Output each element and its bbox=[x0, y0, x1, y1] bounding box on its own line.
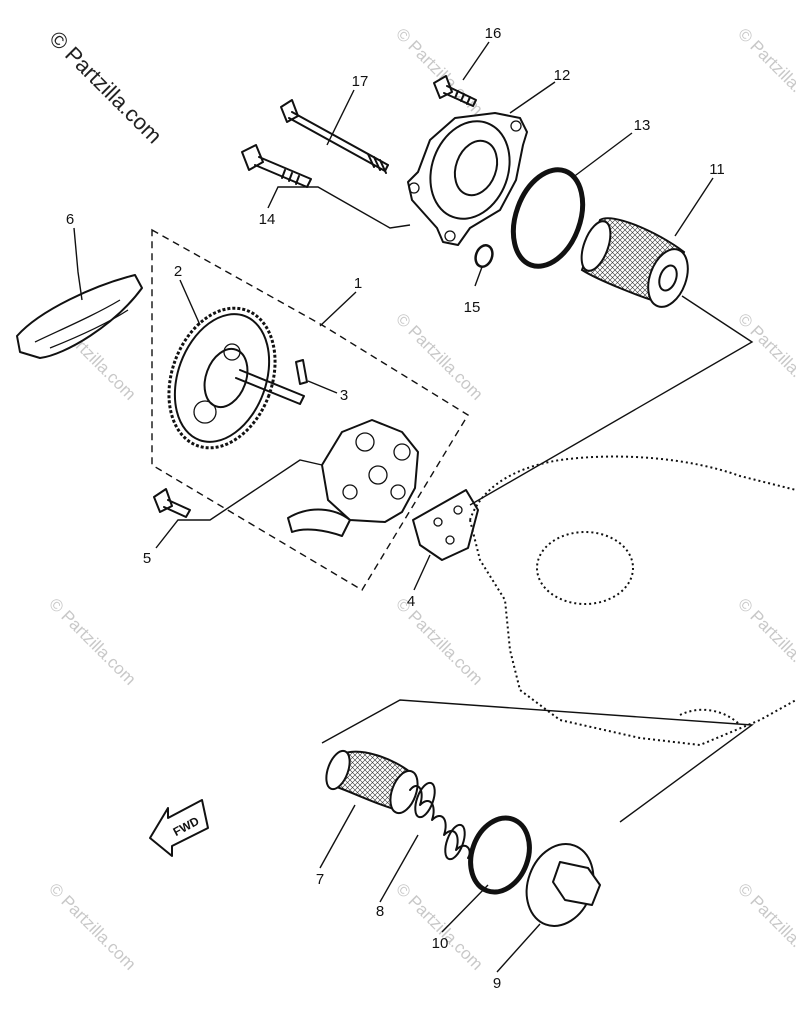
part-7-oil-strainer bbox=[325, 749, 419, 815]
callout-3: 3 bbox=[340, 387, 348, 404]
part-6-baffle bbox=[16, 274, 143, 359]
callout-13: 13 bbox=[634, 117, 651, 134]
part-1-assembly-outline bbox=[151, 228, 469, 591]
callout-4: 4 bbox=[407, 593, 415, 610]
callout-8: 8 bbox=[376, 903, 384, 920]
callout-16: 16 bbox=[485, 25, 502, 42]
part-5-screw bbox=[153, 488, 191, 518]
leader-lines bbox=[73, 41, 754, 973]
part-15-small-o-ring bbox=[474, 244, 494, 268]
callout-15: 15 bbox=[464, 299, 481, 316]
watermark: © Partzilla.com bbox=[392, 879, 486, 973]
callout-17: 17 bbox=[352, 73, 369, 90]
watermark: © Partzilla.com bbox=[734, 24, 796, 118]
callout-1: 1 bbox=[354, 275, 362, 292]
part-4-gasket bbox=[412, 489, 479, 561]
callout-6: 6 bbox=[66, 211, 74, 228]
crankcase-outline bbox=[469, 455, 796, 747]
watermark: © Partzilla.com bbox=[392, 309, 486, 403]
oil-pump-body bbox=[287, 419, 419, 537]
part-14-bolt bbox=[241, 144, 312, 188]
part-16-small-bolt bbox=[433, 75, 477, 107]
part-9-drain-plug bbox=[525, 843, 601, 927]
part-11-oil-filter bbox=[580, 217, 689, 308]
part-13-o-ring bbox=[510, 167, 586, 269]
callout-14: 14 bbox=[259, 211, 276, 228]
callout-2: 2 bbox=[174, 263, 182, 280]
watermark: © Partzilla.com bbox=[734, 879, 796, 973]
watermark: © Partzilla.com bbox=[45, 594, 139, 688]
fwd-direction-arrow: FWD bbox=[149, 799, 209, 857]
watermark: © Partzilla.com bbox=[45, 879, 139, 973]
callout-labels: 1 2 3 4 5 6 7 8 9 10 11 12 13 14 15 16 1… bbox=[66, 25, 725, 992]
part-10-o-ring bbox=[468, 815, 532, 895]
callout-9: 9 bbox=[493, 975, 501, 992]
part-17-long-bolt bbox=[280, 99, 389, 174]
part-8-spring bbox=[409, 781, 471, 861]
watermark: © Partzilla.com bbox=[734, 594, 796, 688]
drain-assembly-outline bbox=[321, 699, 754, 823]
watermark-top-left: © Partzilla.com bbox=[44, 26, 167, 149]
callout-11: 11 bbox=[709, 161, 725, 178]
part-3-pin bbox=[295, 359, 308, 385]
watermark: © Partzilla.com bbox=[734, 309, 796, 403]
callout-12: 12 bbox=[554, 67, 571, 84]
part-12-filter-cover bbox=[407, 112, 528, 246]
callout-5: 5 bbox=[143, 550, 151, 567]
callout-7: 7 bbox=[316, 871, 324, 888]
callout-10: 10 bbox=[432, 935, 449, 952]
part-2-oil-pump-gear bbox=[167, 306, 305, 450]
